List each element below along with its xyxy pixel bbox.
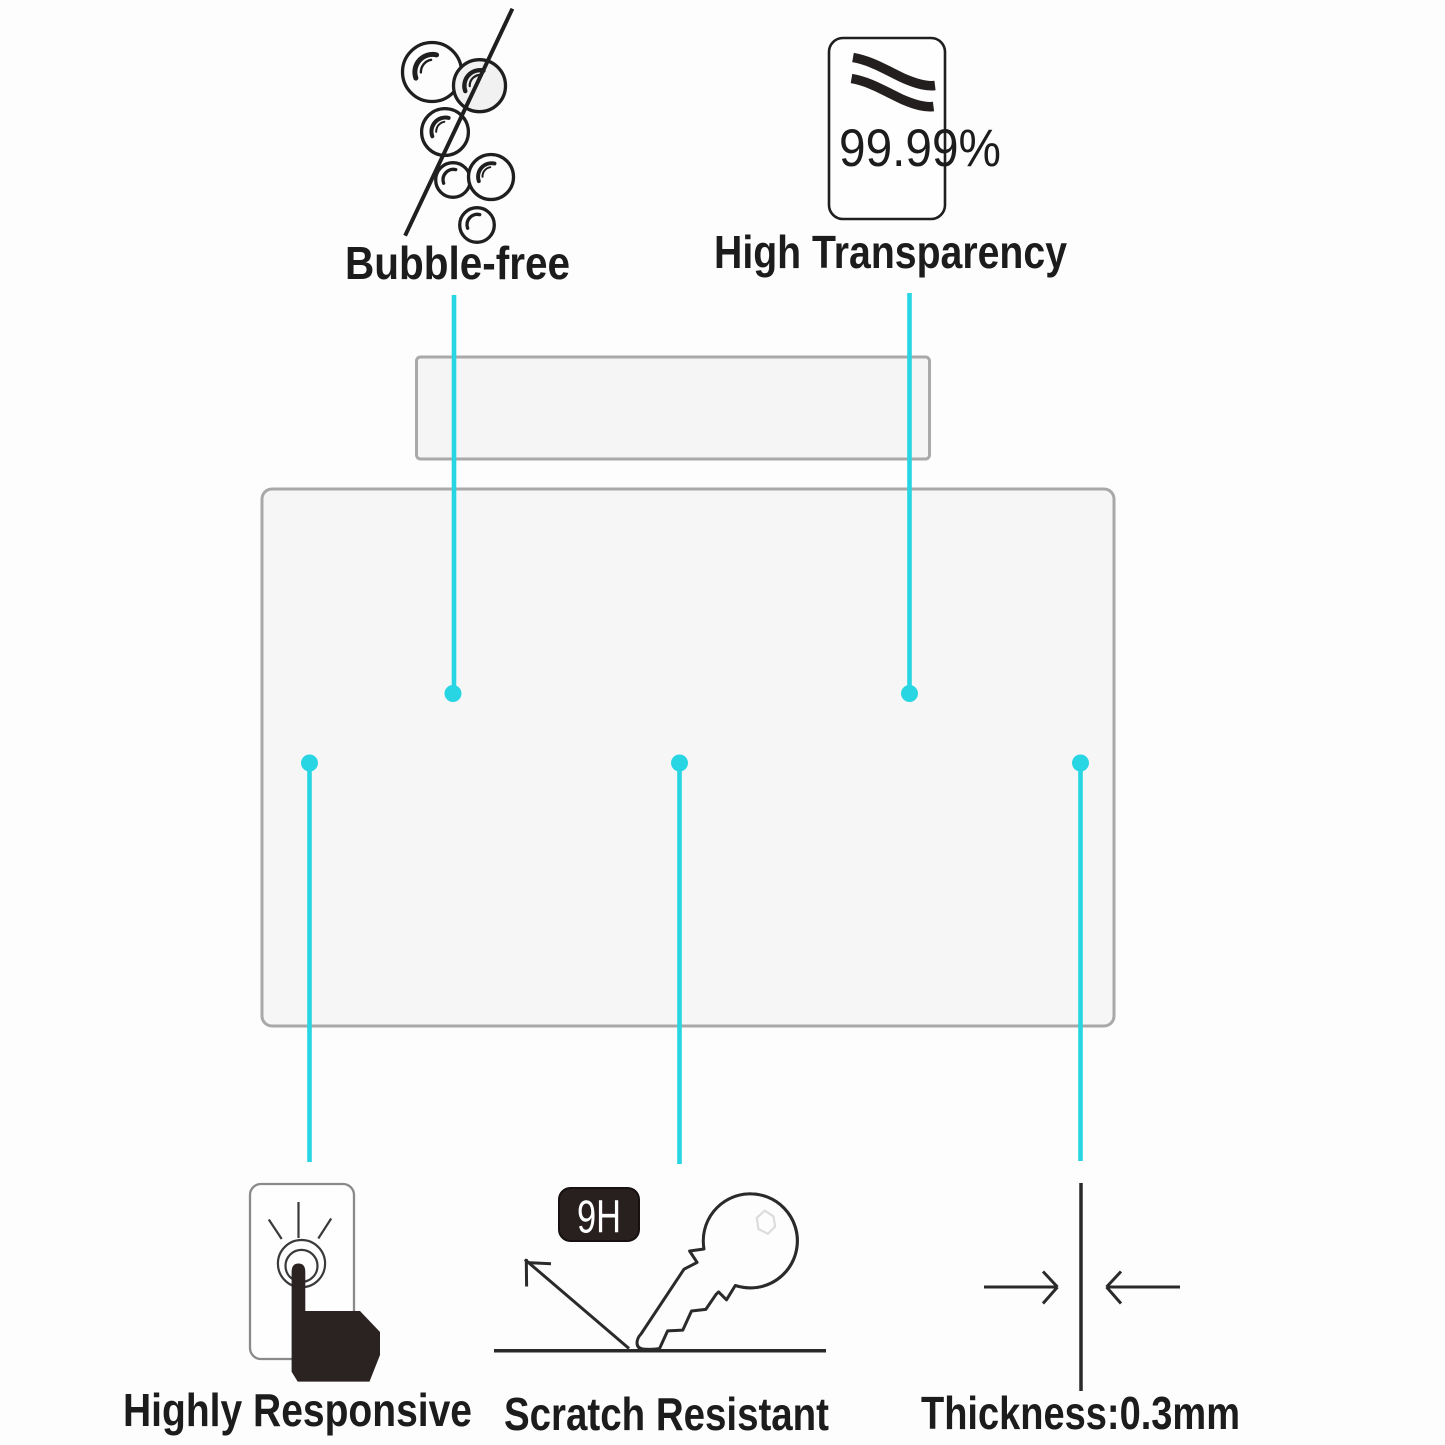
svg-text:Bubble-free: Bubble-free [345,237,570,289]
svg-text:Scratch Resistant: Scratch Resistant [504,1388,829,1440]
svg-text:9H: 9H [577,1191,621,1243]
svg-text:99.99%: 99.99% [839,119,1001,178]
svg-text:Thickness:0.3mm: Thickness:0.3mm [921,1387,1240,1439]
svg-text:High Transparency: High Transparency [714,226,1067,278]
svg-text:Highly Responsive: Highly Responsive [123,1384,472,1436]
